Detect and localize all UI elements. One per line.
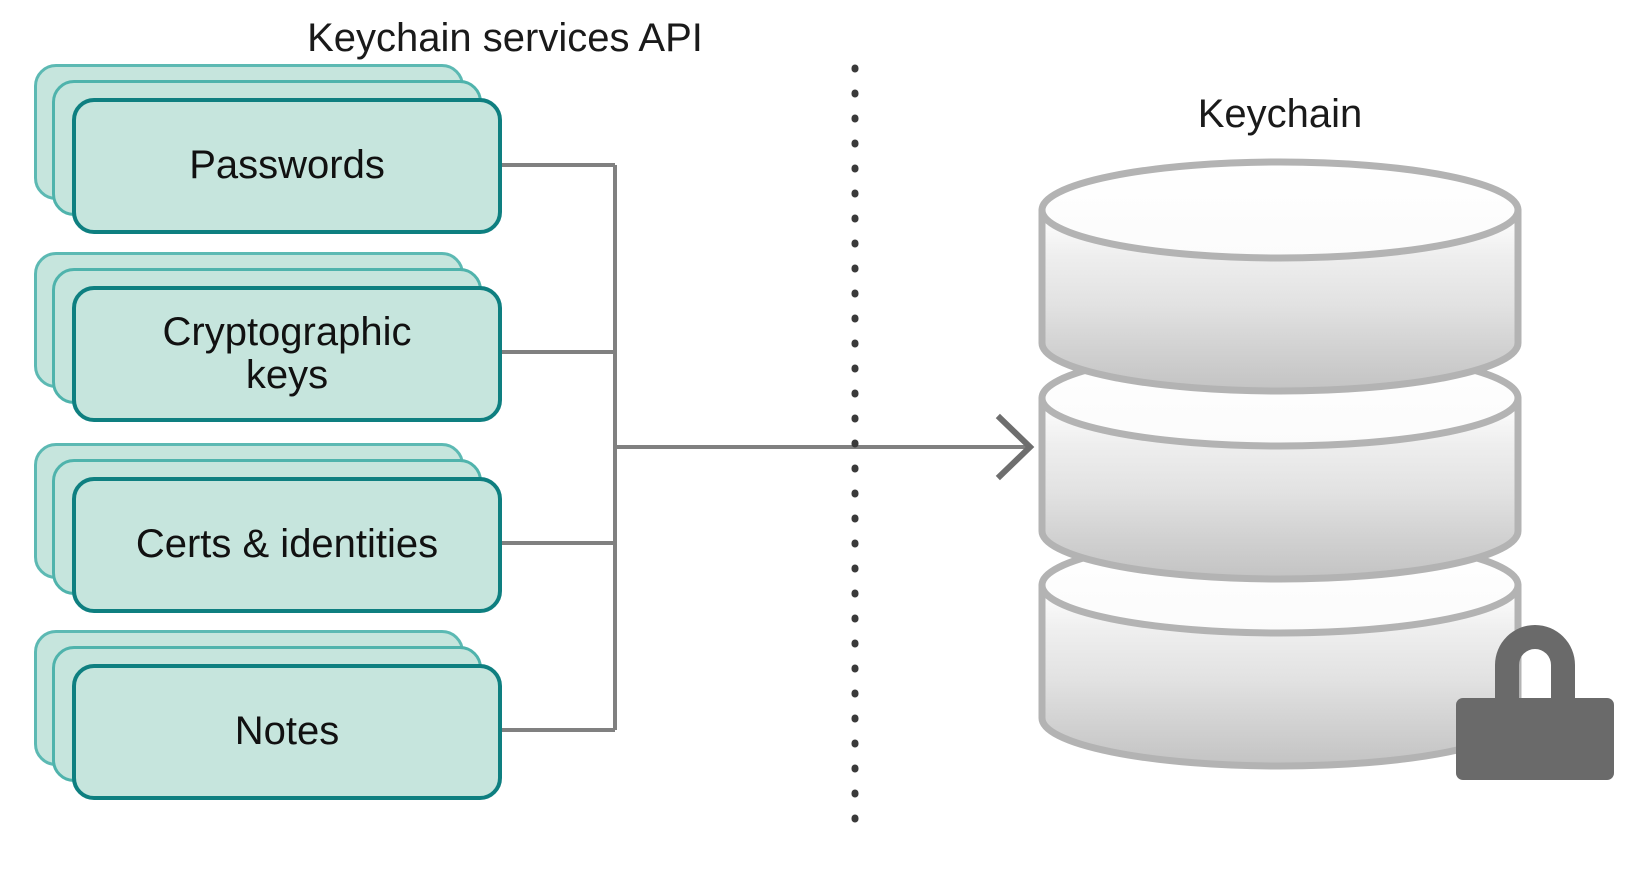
- card-layer-front[interactable]: Cryptographic keys: [72, 286, 502, 422]
- cylinder-segment-1: [1038, 158, 1522, 395]
- connector-lines: [488, 163, 1028, 732]
- card-stack-cryptographic-keys[interactable]: Cryptographic keys: [14, 252, 514, 432]
- card-layer-front[interactable]: Passwords: [72, 98, 502, 234]
- card-label-passwords: Passwords: [189, 143, 385, 188]
- card-layer-front[interactable]: Notes: [72, 664, 502, 800]
- card-stack-passwords[interactable]: Passwords: [14, 64, 514, 244]
- api-boundary-label: Keychain services API: [307, 16, 703, 60]
- arrow-head-icon: [995, 413, 1035, 481]
- card-label-line-1: Cryptographic: [162, 309, 412, 354]
- keychain-cylinder-stack: [1038, 158, 1522, 770]
- card-label-certs-identities: Certs & identities: [135, 522, 439, 567]
- card-label-notes: Notes: [234, 709, 340, 754]
- keychain-store-label: Keychain: [1197, 92, 1363, 136]
- card-layer-front[interactable]: Certs & identities: [72, 477, 502, 613]
- card-stack-certs-identities[interactable]: Certs & identities: [14, 443, 514, 623]
- card-label-line-2: keys: [245, 353, 329, 397]
- padlock-icon: [1456, 625, 1614, 780]
- card-stack-notes[interactable]: Notes: [14, 630, 514, 810]
- card-label-cryptographic-keys: Cryptographic keys: [152, 309, 421, 397]
